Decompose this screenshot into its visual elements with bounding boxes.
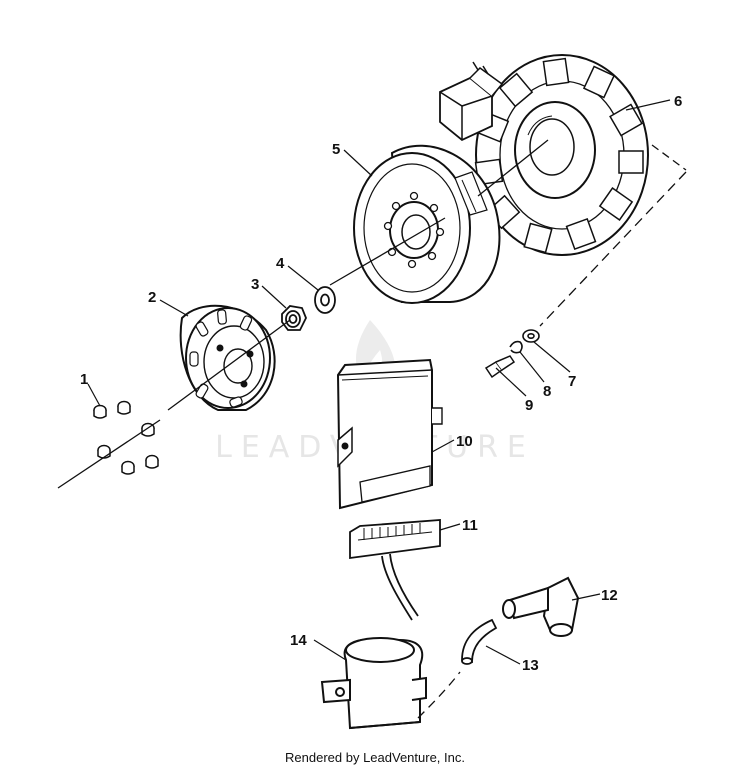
part-8-lockwasher (509, 340, 523, 354)
callout-leaders (87, 99, 671, 665)
callout-3: 3 (251, 276, 259, 293)
callout-2: 2 (148, 289, 156, 306)
callout-10: 10 (456, 433, 473, 450)
part-10-cdi-box (336, 358, 443, 510)
callout-14: 14 (290, 632, 307, 649)
callout-12: 12 (601, 587, 618, 604)
callout-4: 4 (276, 255, 285, 272)
callout-8: 8 (543, 383, 551, 400)
part-5-flywheel (353, 144, 501, 304)
part-2-starter-cup (179, 304, 276, 411)
part-6-stator (439, 54, 649, 256)
part-4-washer (314, 286, 336, 314)
part-1-bolts (93, 400, 159, 475)
part-3-nut (281, 305, 307, 331)
part-14-ignition-coil (320, 637, 427, 730)
part-7-washer (522, 329, 540, 343)
callout-11: 11 (462, 517, 478, 534)
callout-7: 7 (568, 373, 576, 390)
callout-13: 13 (522, 657, 539, 674)
callout-6: 6 (674, 93, 682, 110)
callouts: 1 2 3 4 5 6 7 8 9 10 11 12 13 14 (80, 93, 682, 674)
callout-5: 5 (332, 141, 340, 158)
callout-9: 9 (525, 397, 533, 414)
part-9-screw (484, 355, 516, 379)
part-11-connector (349, 519, 441, 621)
part-13-boot (461, 618, 498, 665)
assembly-lines (57, 139, 687, 719)
callout-1: 1 (80, 371, 88, 388)
part-12-spark-plug-cap (502, 576, 580, 637)
footer-credit: Rendered by LeadVenture, Inc. (285, 750, 465, 765)
